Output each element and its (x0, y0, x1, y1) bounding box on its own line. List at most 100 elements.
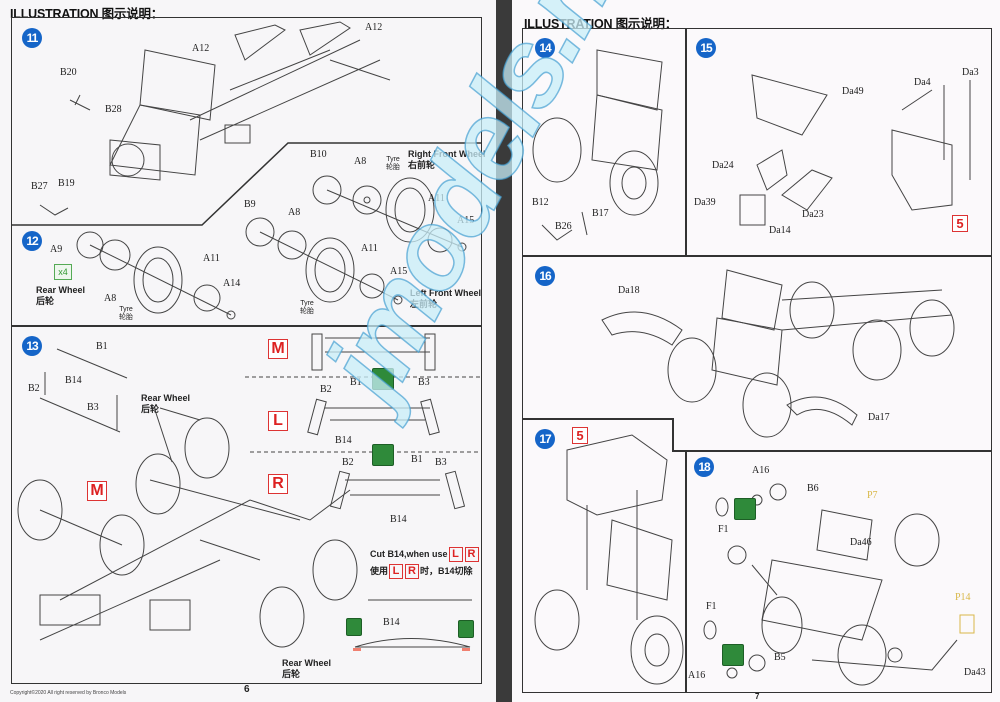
part-label-da49: Da49 (842, 86, 864, 97)
left-page: ILLUSTRATION 图示说明： (0, 0, 496, 702)
copyright-footer: Copyright©2020 All right reserved by Bro… (10, 690, 127, 696)
part-label-a8: A8 (354, 156, 367, 167)
a12-part (234, 24, 286, 61)
caption-cn: 后轮 (282, 669, 301, 679)
part-label-b5: B5 (774, 652, 786, 663)
part-label-f1: F1 (706, 601, 717, 612)
tyre-en: Tyre (300, 300, 314, 307)
step-14-badge: 14 (535, 38, 555, 58)
part-label-b2: B2 (342, 457, 354, 468)
part-label-a12: A12 (365, 22, 383, 33)
caption-cn: 后轮 (36, 296, 55, 306)
caption-cn: 右前轮 (408, 160, 436, 170)
assembly-drawings-left (11, 21, 482, 651)
part-label-da14: Da14 (769, 225, 791, 236)
part-label-a9: A9 (50, 244, 63, 255)
part-label-a16: A16 (688, 670, 706, 681)
glue-icon (722, 644, 744, 666)
part-label-da24: Da24 (712, 160, 734, 171)
part-label-b14: B14 (65, 375, 82, 386)
assembly-drawings-right (532, 49, 975, 686)
page-number: 7 (755, 692, 760, 701)
part-label-a11: A11 (361, 243, 378, 254)
part-label-a15: A15 (390, 266, 408, 277)
part-label-b1: B1 (350, 377, 362, 388)
tyre-cn: 轮胎 (119, 314, 133, 321)
part-label-b20: B20 (60, 67, 77, 78)
part-label-b2: B2 (28, 383, 40, 394)
step-divider (11, 142, 482, 226)
cut-note-cn-suffix: 时，B14切除 (420, 566, 473, 576)
part-label-da39: Da39 (694, 197, 716, 208)
glue-icon (734, 498, 756, 520)
divider (672, 450, 992, 452)
glue-icon (372, 368, 394, 390)
caption-cn: 后轮 (141, 404, 160, 414)
step-18-badge: 18 (694, 457, 714, 477)
part-label-da17: Da17 (868, 412, 890, 423)
caption-en: Left Front Wheel (410, 288, 481, 298)
part-label-b19: B19 (58, 178, 75, 189)
divider (522, 255, 992, 257)
windscreen-frame (139, 49, 216, 121)
divider (672, 418, 674, 450)
step-15-badge: 15 (696, 38, 716, 58)
part-label-b6: B6 (807, 483, 819, 494)
part-label-b1: B1 (96, 341, 108, 352)
part-label-a16: A16 (752, 465, 770, 476)
part-label-b10: B10 (310, 149, 327, 160)
caption-en: Rear Wheel (36, 285, 86, 295)
part-label-da4: Da4 (914, 77, 931, 88)
variant-marker-m: M (87, 481, 107, 501)
part-label-b27: B27 (31, 181, 48, 192)
cut-icon (346, 618, 362, 636)
divider (11, 325, 482, 327)
part-label-b1: B1 (411, 454, 423, 465)
variant-marker-l: L (268, 411, 288, 431)
part-label-da43: Da43 (964, 667, 986, 678)
caption-cn: 左前轮 (410, 299, 438, 309)
marker-l: L (389, 564, 404, 579)
step-11-badge: 11 (22, 28, 42, 48)
cab-body (109, 104, 201, 176)
part-label-a12: A12 (192, 43, 210, 54)
quantity-badge: x4 (54, 264, 72, 280)
tyre-en: Tyre (119, 306, 133, 313)
tyre-en: Tyre (386, 156, 400, 163)
tyre-cn: 轮胎 (386, 164, 400, 171)
part-label-b9: B9 (244, 199, 256, 210)
step-17-badge: 17 (535, 429, 555, 449)
marker-r: R (405, 564, 420, 579)
part-label-a15: A15 (457, 215, 475, 226)
part-label-da46: Da46 (850, 537, 872, 548)
illustration-header: ILLUSTRATION 图示说明： (524, 17, 678, 31)
divider (685, 450, 687, 693)
part-label-p7: P7 (867, 490, 878, 501)
step-13-badge: 13 (22, 336, 42, 356)
reference-step-marker: 5 (572, 427, 588, 444)
part-label-da23: Da23 (802, 209, 824, 220)
part-label-a8: A8 (104, 293, 117, 304)
part-label-b3: B3 (418, 377, 430, 388)
part-label-b14: B14 (335, 435, 352, 446)
marker-l: L (448, 547, 463, 562)
divider (685, 28, 687, 255)
part-label-f1: F1 (718, 524, 729, 535)
instruction-frame (522, 28, 992, 693)
cut-note-cn-prefix: 使用 (370, 566, 389, 576)
part-label-b3: B3 (87, 402, 99, 413)
divider (522, 418, 672, 420)
part-label-p14: P14 (955, 592, 971, 603)
part-label-a11: A11 (203, 253, 220, 264)
instruction-frame (11, 17, 482, 684)
glue-icon (372, 444, 394, 466)
